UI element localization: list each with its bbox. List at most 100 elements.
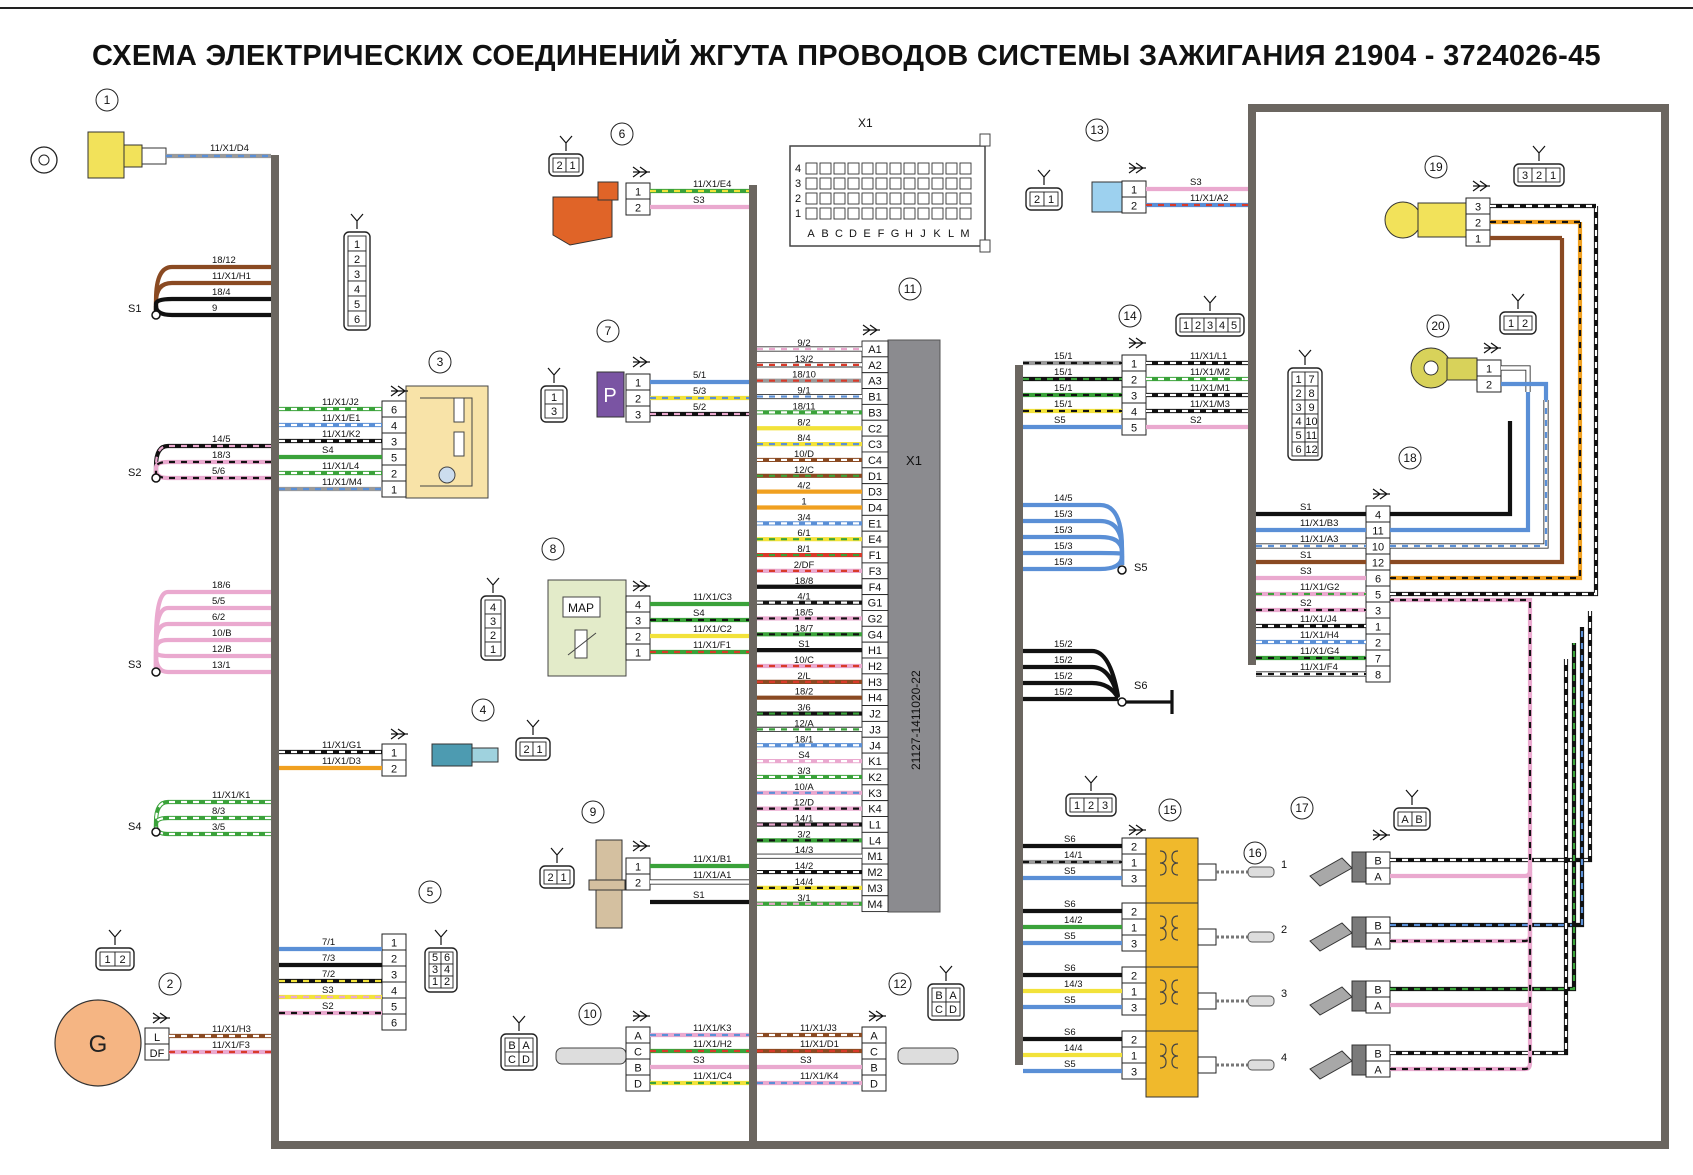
knock-sensor-20: [1410, 347, 1478, 389]
plug-arrow-icon: [512, 1015, 526, 1031]
x1-cell: [819, 162, 832, 175]
pin-label: 2: [1131, 971, 1137, 983]
number-text: 14: [1123, 309, 1137, 323]
plug-pin-label: 11: [1306, 430, 1317, 442]
x1-cell: [861, 162, 874, 175]
ecu-pin-label: L4: [869, 835, 881, 847]
ecu-wire-label: 14/4: [795, 877, 814, 888]
plug-pin-label: 1: [104, 954, 110, 966]
wire-label-c6: 11/X1/E4: [693, 179, 731, 190]
wire-label-s3: 10/B: [212, 628, 232, 639]
ecu-pin-label: E4: [868, 534, 881, 546]
ecu-pin-label: E1: [868, 518, 881, 530]
x1-col-label: M: [960, 228, 969, 240]
ecu-wire-label: 18/5: [795, 607, 814, 618]
plug-pin-label: 2: [444, 976, 450, 988]
wire-label-c9: 11/X1/B1: [693, 854, 731, 865]
pin-label: 7: [1375, 654, 1381, 666]
pin-label: 5: [391, 1002, 397, 1014]
number-text: 15: [1163, 803, 1177, 817]
wire-label-c15: S5: [1064, 1059, 1076, 1070]
wire-label-c5: S2: [322, 1001, 334, 1012]
plug-pin-label: 2: [490, 630, 496, 642]
plug-pin-label: 4: [354, 284, 360, 296]
ecu-pin-label: M1: [867, 851, 882, 863]
number-circle-18: 18: [1398, 446, 1422, 470]
wire-label-c15: 14/1: [1064, 850, 1083, 861]
number-circle-20: 20: [1426, 314, 1450, 338]
pin-label: A: [1374, 872, 1382, 884]
ecu-wire-label: 18/11: [792, 401, 815, 412]
wire-label-c8: 11/X1/F1: [693, 640, 731, 651]
pin-label: 1: [391, 485, 397, 497]
ecu-pin-label: M4: [867, 899, 882, 911]
plug-pin-label: 2: [1295, 388, 1301, 400]
coil-winding-icon: [1159, 850, 1179, 876]
pin-label: 1: [391, 748, 397, 760]
x1-cell: [875, 177, 888, 190]
generator-2: G L DF: [54, 999, 170, 1087]
pin-label: 2: [1131, 1035, 1137, 1047]
generator-pin-df: DF: [150, 1048, 165, 1060]
pin-label: 1: [1131, 923, 1137, 935]
pin-label: 6: [391, 405, 397, 417]
pin-label: 1: [635, 187, 641, 199]
ecu-wire-label: 12/D: [794, 798, 814, 809]
injector-head: [1351, 1044, 1367, 1076]
pin-label: B: [1374, 856, 1381, 868]
x1-cell: [805, 207, 818, 220]
ecu-wire-label: 12/A: [794, 718, 814, 729]
plug-pin-label: 1: [569, 160, 575, 172]
spark-plug-icon: [1247, 931, 1275, 943]
wire-label-c18: 11/X1/B3: [1300, 518, 1338, 529]
wire-inj-b-3: [1390, 659, 1569, 1056]
plug-arrow-icon: [434, 929, 448, 945]
wire-label-c18: 11/X1/F4: [1300, 662, 1338, 673]
plug-pin-label: 5: [1295, 430, 1301, 442]
pin-label: 6: [391, 1018, 397, 1030]
plug-pin-label: D: [949, 1004, 957, 1016]
coil-winding-icon: [1159, 915, 1179, 941]
splice-label: S2: [128, 467, 141, 479]
injector-icon: [1309, 986, 1353, 1016]
pin-label: C: [870, 1047, 878, 1059]
wire-label-s3: 6/2: [212, 612, 225, 623]
pin-label: D: [870, 1079, 878, 1091]
x1-cell: [917, 162, 930, 175]
ecu-wire-label: 6/1: [797, 528, 810, 539]
splice-label: S4: [128, 821, 141, 833]
ecu-part-number: 21127-1411020-22: [909, 670, 923, 770]
number-circle-7: 7: [596, 319, 620, 343]
wire-label-c8: S4: [693, 608, 705, 619]
wire-label-s3: 13/1: [212, 660, 231, 671]
plug-pin-label: B: [1415, 814, 1422, 826]
wire-s6-2: [1023, 680, 1120, 700]
wire-label-c14r: 11/X1/M3: [1190, 399, 1230, 410]
wire-label-c10: 11/X1/C4: [693, 1071, 732, 1082]
wire-label-c15: S5: [1064, 931, 1076, 942]
wire-label-c3: 11/X1/E1: [322, 413, 360, 424]
wire-label-s1: 18/12: [212, 255, 236, 266]
ecu-pin-label: M3: [867, 883, 882, 895]
x1-cell: [945, 177, 958, 190]
injector-icon: [1309, 922, 1353, 952]
ecu-wire-label: 3/1: [797, 893, 810, 904]
coil-output: [1197, 928, 1217, 946]
plug-pin-label: 4: [1295, 416, 1301, 428]
connector-chevron-icon: [1372, 488, 1390, 500]
wire-label-c14r: 11/X1/M2: [1190, 367, 1230, 378]
wire-label-c15: S5: [1064, 995, 1076, 1006]
pin-label: 3: [1131, 1067, 1137, 1079]
ecu-pin-label: H1: [868, 645, 882, 657]
splice-s2: S2: [128, 467, 161, 483]
sensor-1-symbol-core: [38, 154, 50, 166]
wire-18-11: [1390, 392, 1531, 533]
ecu-wire-label: 18/8: [795, 576, 814, 587]
wire-label-s6: 15/2: [1054, 639, 1073, 650]
wire-label-s4: 8/3: [212, 806, 225, 817]
x1-cell: [959, 177, 972, 190]
number-circle-1: 1: [95, 88, 119, 112]
